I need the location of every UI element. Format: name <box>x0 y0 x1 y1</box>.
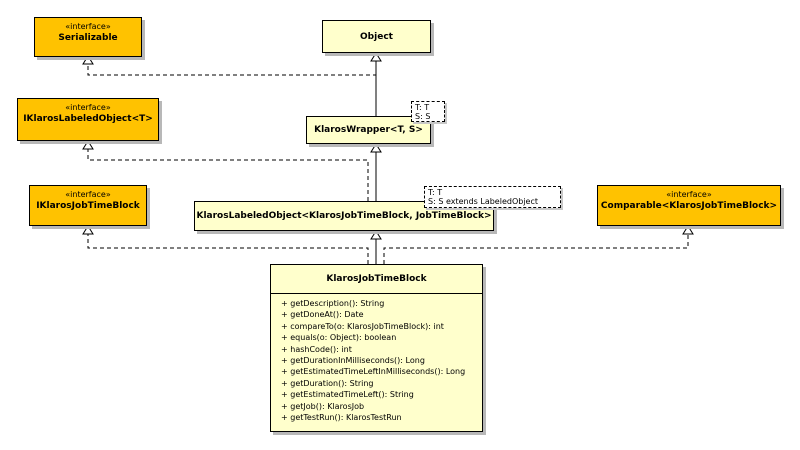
interface-stereotype: «interface» <box>65 22 111 31</box>
class-name: KlarosLabeledObject<KlarosJobTimeBlock, … <box>196 211 492 221</box>
method-item: + hashCode(): int <box>281 344 352 354</box>
generalization-klaros-labeled-object <box>370 230 382 264</box>
template-param: S: S extends LabeledObject <box>428 197 539 206</box>
template-parameters-labeled-object: T: T S: S extends LabeledObject <box>424 186 561 208</box>
generalization-klaros-wrapper <box>370 143 382 201</box>
interface-name: Serializable <box>58 33 118 43</box>
class-object[interactable]: Object <box>322 20 431 53</box>
realization-iklaros-job-time-block <box>82 225 369 264</box>
method-item: + getDurationInMilliseconds(): Long <box>281 356 425 366</box>
method-item: + getTestRun(): KlarosTestRun <box>281 413 402 423</box>
template-parameters-wrapper: T: T S: S <box>411 101 445 122</box>
realization-comparable <box>383 225 694 264</box>
method-item: + getDuration(): String <box>281 378 374 388</box>
class-klaros-job-time-block[interactable]: KlarosJobTimeBlock + getDescription(): S… <box>270 264 483 432</box>
interface-stereotype: «interface» <box>65 103 111 112</box>
method-item: + getJob(): KlarosJob <box>281 401 365 411</box>
method-item: + getDoneAt(): Date <box>281 310 364 320</box>
interface-name: IKlarosJobTimeBlock <box>36 201 140 211</box>
class-klaros-wrapper[interactable]: KlarosWrapper<T, S> <box>306 116 431 144</box>
method-item: + getEstimatedTimeLeft(): String <box>281 390 414 400</box>
class-name: Object <box>360 31 393 42</box>
interface-name: Comparable<KlarosJobTimeBlock> <box>600 201 778 211</box>
generalization-object <box>370 52 382 116</box>
realization-iklaros-labeled-object <box>82 140 369 201</box>
class-name: KlarosJobTimeBlock <box>271 265 482 294</box>
method-item: + equals(o: Object): boolean <box>281 333 397 343</box>
realization-serializable <box>82 55 377 76</box>
class-name: KlarosWrapper<T, S> <box>314 125 423 135</box>
template-param: T: T <box>428 188 443 197</box>
interface-name: IKlarosLabeledObject<T> <box>23 114 153 124</box>
interface-comparable[interactable]: «interface» Comparable<KlarosJobTimeBloc… <box>597 185 781 226</box>
interface-iklaros-job-time-block[interactable]: «interface» IKlarosJobTimeBlock <box>29 185 147 226</box>
method-item: + getEstimatedTimeLeftInMilliseconds(): … <box>281 367 466 377</box>
method-list: + getDescription(): String + getDoneAt()… <box>271 294 482 423</box>
interface-stereotype: «interface» <box>65 190 111 199</box>
method-item: + getDescription(): String <box>281 299 385 308</box>
template-param: T: T <box>415 103 430 112</box>
interface-stereotype: «interface» <box>666 190 712 199</box>
interface-serializable[interactable]: «interface» Serializable <box>34 17 142 57</box>
interface-iklaros-labeled-object[interactable]: «interface» IKlarosLabeledObject<T> <box>17 98 159 141</box>
method-item: + compareTo(o: KlarosJobTimeBlock): int <box>281 321 444 331</box>
template-param: S: S <box>415 112 431 121</box>
